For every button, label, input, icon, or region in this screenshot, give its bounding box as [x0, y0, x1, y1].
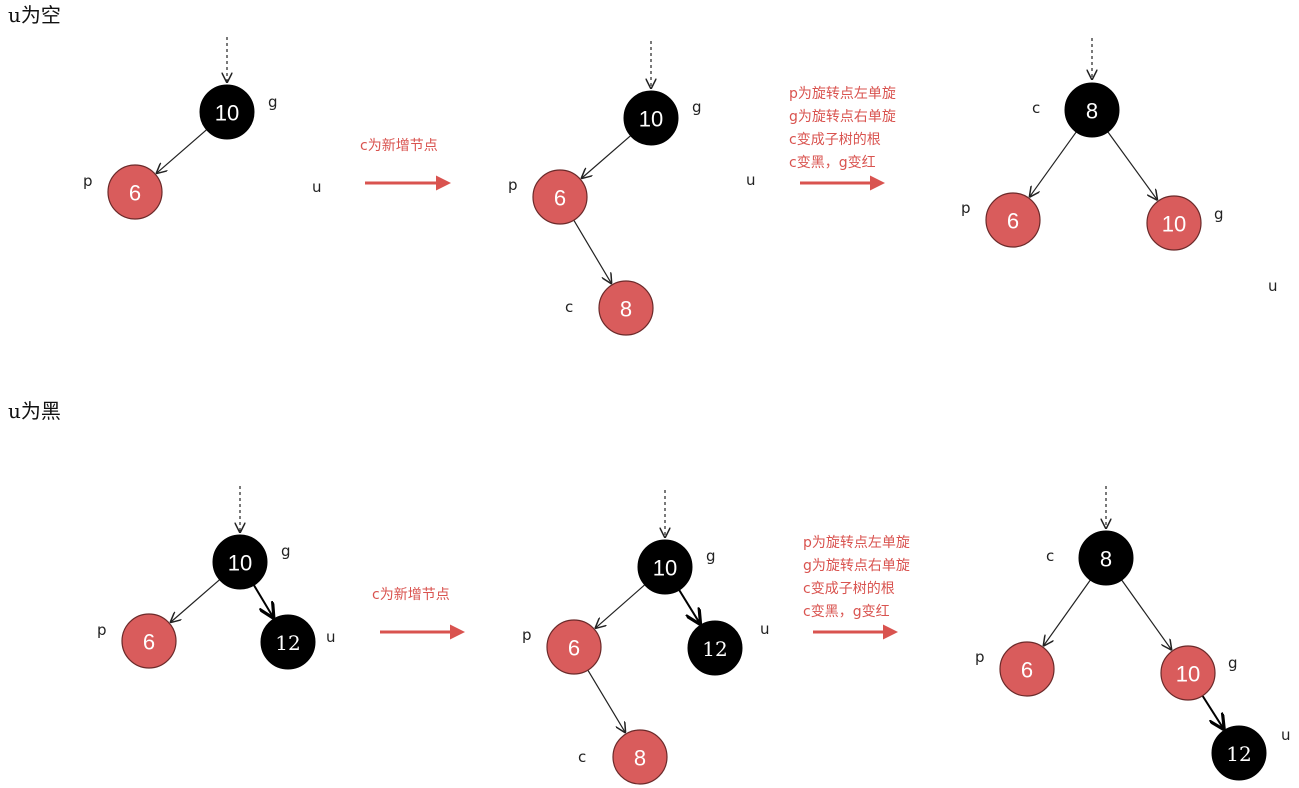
node-role-label: c [565, 298, 573, 316]
node-role-label: p [508, 176, 518, 194]
node-role-label: g [281, 542, 291, 560]
node-role-label: p [522, 626, 532, 644]
tree-node-u [260, 614, 316, 670]
tree-edge-g-u [678, 589, 700, 623]
node-role-label: c [1032, 99, 1040, 117]
node-value: 6 [143, 630, 155, 655]
node-role-label: g [1228, 654, 1238, 672]
node-role-label: u [312, 178, 322, 196]
node-value: 6 [129, 181, 141, 206]
step-description: c为新增节点 [360, 138, 438, 154]
tree-node-u [1211, 725, 1267, 781]
tree-node-p [985, 192, 1041, 248]
tree-node-c [612, 729, 668, 785]
tree-edge-g-u [253, 584, 273, 617]
step-description: c变黑，g变红 [789, 155, 876, 171]
section-title: u为空 [8, 3, 61, 27]
node-value: 6 [1007, 209, 1019, 234]
node-role-label: u [760, 620, 770, 638]
step-description: g为旋转点右单旋 [803, 558, 910, 574]
tree-node-g [212, 534, 268, 590]
tree-node-p [107, 164, 163, 220]
tree-node-g [199, 84, 255, 140]
node-value: 6 [554, 186, 566, 211]
node-value: 12 [1226, 742, 1251, 766]
node-role-label: u [1281, 726, 1291, 744]
tree-edge-g-p [582, 135, 632, 178]
tree-node-g [1160, 645, 1216, 701]
tree-node-g [1146, 195, 1202, 251]
tree-node-p [546, 619, 602, 675]
node-value: 8 [634, 746, 646, 771]
node-role-label: g [1214, 205, 1224, 223]
node-role-label: g [268, 93, 278, 111]
node-value: 10 [639, 107, 663, 132]
tree-node-p [121, 613, 177, 669]
tree-edge-g-p [596, 584, 646, 628]
tree-edge-c-g [1121, 579, 1171, 649]
section-title: u为黑 [8, 399, 61, 423]
node-role-label: u [746, 171, 756, 189]
node-role-label: c [578, 748, 586, 766]
step-description: c变成子树的根 [789, 132, 881, 148]
step-description: g为旋转点右单旋 [789, 109, 896, 125]
node-value: 10 [653, 556, 677, 581]
tree-edge-g-u [1201, 695, 1224, 729]
tree-node-g [637, 539, 693, 595]
tree-edge-g-p [157, 129, 208, 173]
tree-node-p [532, 169, 588, 225]
tree-edge-c-p [1044, 579, 1091, 645]
node-value: 6 [568, 636, 580, 661]
node-value: 8 [1100, 547, 1112, 572]
step-description: c变黑，g变红 [803, 604, 890, 620]
node-role-label: p [97, 621, 107, 639]
node-value: 12 [275, 631, 300, 655]
node-role-label: p [961, 199, 971, 217]
tree-node-c [1064, 82, 1120, 138]
tree-edge-c-g [1107, 131, 1157, 200]
node-value: 12 [702, 637, 727, 661]
tree-edge-p-c [587, 669, 625, 732]
tree-edge-g-p [171, 579, 221, 622]
node-value: 8 [620, 297, 632, 322]
node-value: 10 [215, 101, 239, 126]
node-role-label: p [975, 648, 985, 666]
tree-node-p [999, 641, 1055, 697]
node-value: 10 [228, 551, 252, 576]
tree-node-g [623, 90, 679, 146]
tree-node-c [598, 280, 654, 336]
node-role-label: g [706, 547, 716, 565]
node-role-label: u [326, 628, 336, 646]
node-value: 8 [1086, 99, 1098, 124]
step-description: p为旋转点左单旋 [803, 535, 910, 551]
step-description: c为新增节点 [372, 587, 450, 603]
node-value: 6 [1021, 658, 1033, 683]
tree-edge-c-p [1030, 131, 1077, 197]
tree-node-u [687, 620, 743, 676]
node-role-label: g [692, 98, 702, 116]
tree-node-c [1078, 530, 1134, 586]
node-role-label: p [83, 172, 93, 190]
node-role-label: c [1046, 547, 1054, 565]
node-role-label: u [1268, 277, 1278, 295]
node-value: 10 [1176, 662, 1200, 687]
step-description: c变成子树的根 [803, 581, 895, 597]
step-description: p为旋转点左单旋 [789, 86, 896, 102]
node-value: 10 [1162, 212, 1186, 237]
tree-edge-p-c [573, 219, 611, 283]
